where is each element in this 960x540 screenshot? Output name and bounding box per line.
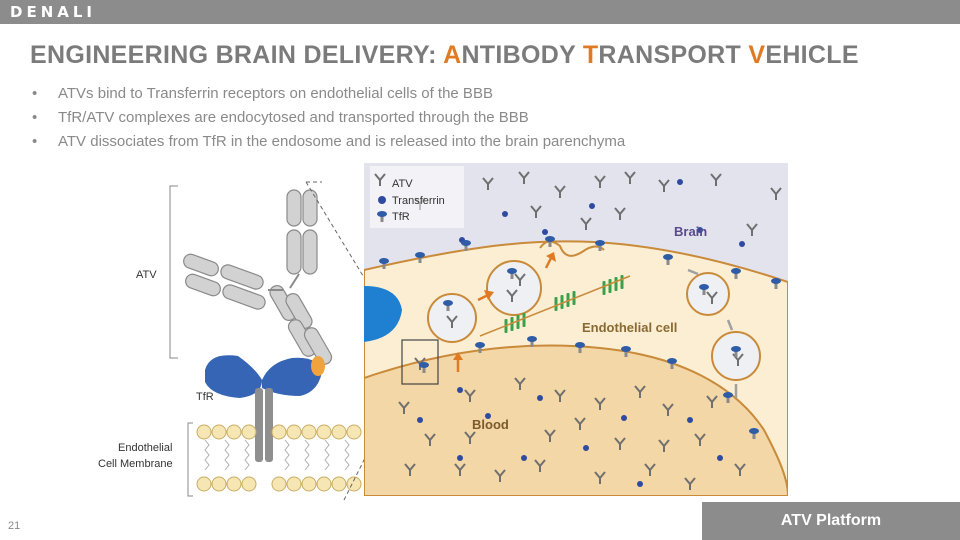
tfr-label: TfR — [196, 391, 214, 403]
bullet-item: ATVs bind to Transferrin receptors on en… — [30, 84, 625, 108]
header-bar: DENALI — [0, 0, 960, 24]
title-part4: EHICLE — [765, 41, 859, 69]
title-letter-t: T — [582, 41, 599, 69]
nucleus — [364, 286, 402, 342]
title-letter-v: V — [748, 41, 766, 69]
transport-arrows — [453, 252, 556, 372]
legend-transferrin-icon — [378, 196, 386, 204]
slide-title: ENGINEERING BRAIN DELIVERY: ANTIBODY TRA… — [30, 41, 859, 70]
lipid-bilayer — [196, 424, 362, 492]
receptor-icon — [205, 355, 325, 462]
legend-label: Transferrin — [392, 195, 445, 207]
atv-label: ATV — [136, 269, 157, 281]
vesicles — [427, 260, 761, 381]
section-label: ATV Platform — [702, 502, 960, 540]
right-panel: ATV Transferrin TfR Brain Endothelial ce… — [364, 163, 788, 496]
transferrin-scatter — [417, 179, 745, 487]
title-letter-a: A — [443, 41, 462, 69]
legend: ATV Transferrin TfR — [370, 166, 464, 228]
blood-label: Blood — [472, 417, 509, 432]
membrane-label-1: Endothelial — [118, 442, 172, 454]
zoom-box — [401, 339, 439, 385]
endothelial-cell-label: Endothelial cell — [582, 320, 677, 335]
legend-label: ATV — [392, 178, 413, 190]
legend-label: TfR — [392, 211, 410, 223]
title-part1: ENGINEERING BRAIN DELIVERY: — [30, 41, 444, 69]
brain-label: Brain — [674, 224, 707, 239]
antibody-icon — [183, 189, 333, 365]
page-number: 21 — [8, 520, 21, 532]
denali-logo: DENALI — [10, 3, 96, 21]
membrane-label-2: Cell Membrane — [98, 458, 173, 470]
left-panel: ATV TfR Endothelial — [98, 181, 403, 501]
bullet-item: ATV dissociates from TfR in the endosome… — [30, 132, 625, 156]
title-part3: RANSPORT — [598, 41, 749, 69]
bullet-list: ATVs bind to Transferrin receptors on en… — [30, 84, 625, 156]
bullet-item: TfR/ATV complexes are endocytosed and tr… — [30, 108, 625, 132]
title-part2: NTIBODY — [461, 41, 583, 69]
